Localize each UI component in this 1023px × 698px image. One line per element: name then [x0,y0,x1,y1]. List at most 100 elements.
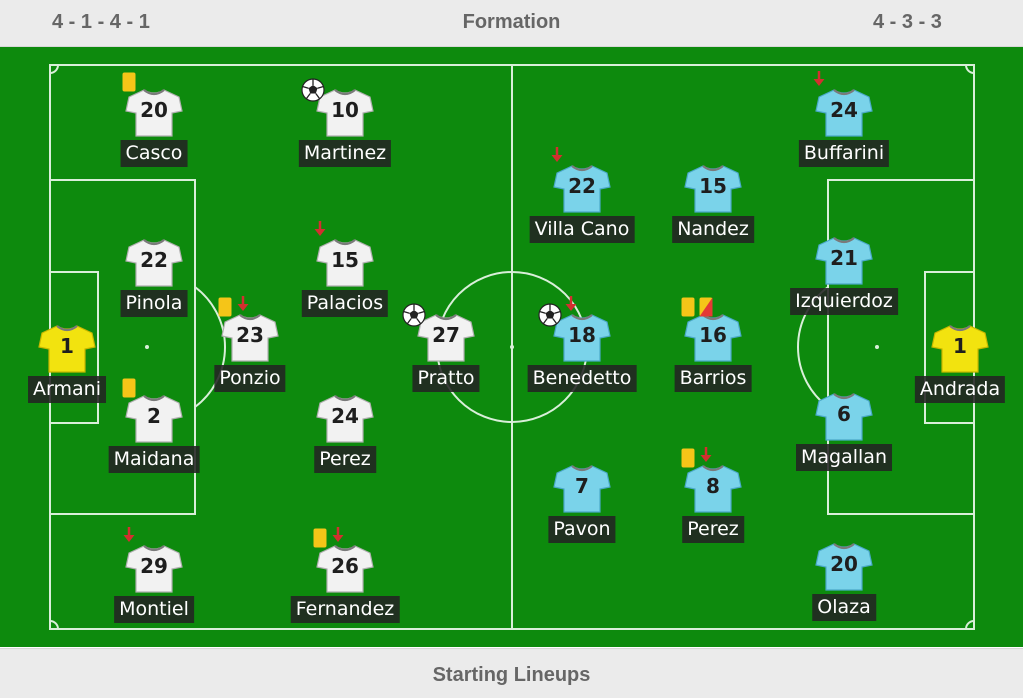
player-name-label: Olaza [812,594,876,621]
shirt-icon: 27 [417,309,475,365]
shirt-icon: 8 [684,460,742,516]
goal-ball-icon [402,303,426,327]
shirt-icon: 26 [316,540,374,596]
player-name-label: Armani [28,376,106,403]
shirt-icon: 2 [125,390,183,446]
second-yellow-red-card-icon [699,297,713,317]
sub-off-arrow-icon [123,527,135,542]
player-name-label: Perez [682,516,744,543]
shirt-icon: 23 [221,309,279,365]
shirt-number: 1 [953,334,967,358]
shirt-icon: 15 [684,160,742,216]
yellow-card-icon [218,297,232,317]
player-name-label: Villa Cano [529,216,635,243]
shirt-icon: 20 [125,84,183,140]
yellow-card-icon [681,297,695,317]
player-name-label: Casco [120,140,188,167]
player-name-label: Benedetto [527,365,637,392]
player-name-label: Martinez [298,140,392,167]
yellow-card-icon [122,378,136,398]
shirt-number: 6 [837,402,851,426]
shirt-number: 7 [575,474,589,498]
yellow-card-icon [122,72,136,92]
player-name-label: Maidana [108,446,200,473]
shirt-number: 8 [706,474,720,498]
sub-off-arrow-icon [551,147,563,162]
shirt-number: 15 [331,248,359,272]
goal-ball-icon [538,303,562,327]
shirt-number: 18 [568,323,596,347]
shirt-icon: 6 [815,388,873,444]
formation-header: 4 - 1 - 4 - 1 Formation 4 - 3 - 3 [0,0,1023,47]
shirt-number: 20 [140,98,168,122]
sub-off-arrow-icon [237,296,249,311]
sub-off-arrow-icon [314,221,326,236]
shirt-icon: 24 [316,390,374,446]
player-name-label: Montiel [114,596,194,623]
player-name-label: Nandez [672,216,754,243]
player-name-label: Ponzio [214,365,286,392]
shirt-number: 21 [830,246,858,270]
player-name-label: Izquierdoz [790,288,898,315]
shirt-number: 16 [699,323,727,347]
shirt-number: 22 [140,248,168,272]
footer-title: Starting Lineups [432,664,591,686]
player-name-label: Pinola [120,290,188,317]
shirt-number: 2 [147,404,161,428]
shirt-number: 10 [331,98,359,122]
player-name-label: Buffarini [798,140,890,167]
shirt-number: 1 [60,334,74,358]
sub-off-arrow-icon [700,447,712,462]
yellow-card-icon [681,448,695,468]
player-name-label: Magallan [796,444,892,471]
header-title: Formation [462,11,561,33]
shirt-number: 20 [830,552,858,576]
player-name-label: Pratto [412,365,480,392]
shirt-number: 27 [432,323,460,347]
shirt-icon: 22 [125,234,183,290]
home-formation: 4 - 1 - 4 - 1 [52,11,150,33]
player-name-label: Barrios [674,365,752,392]
sub-off-arrow-icon [813,71,825,86]
shirt-icon: 15 [316,234,374,290]
shirt-number: 24 [830,98,858,122]
sub-off-arrow-icon [565,296,577,311]
player-name-label: Andrada [914,376,1006,403]
shirt-number: 29 [140,554,168,578]
shirt-number: 26 [331,554,359,578]
player-name-label: Pavon [548,516,616,543]
player-name-label: Perez [314,446,376,473]
goal-ball-icon [301,78,325,102]
player-name-label: Fernandez [290,596,400,623]
shirt-number: 24 [331,404,359,428]
shirt-number: 15 [699,174,727,198]
player-name-label: Palacios [301,290,389,317]
shirt-icon: 24 [815,84,873,140]
shirt-number: 22 [568,174,596,198]
shirt-icon: 7 [553,460,611,516]
away-formation: 4 - 3 - 3 [873,11,942,33]
